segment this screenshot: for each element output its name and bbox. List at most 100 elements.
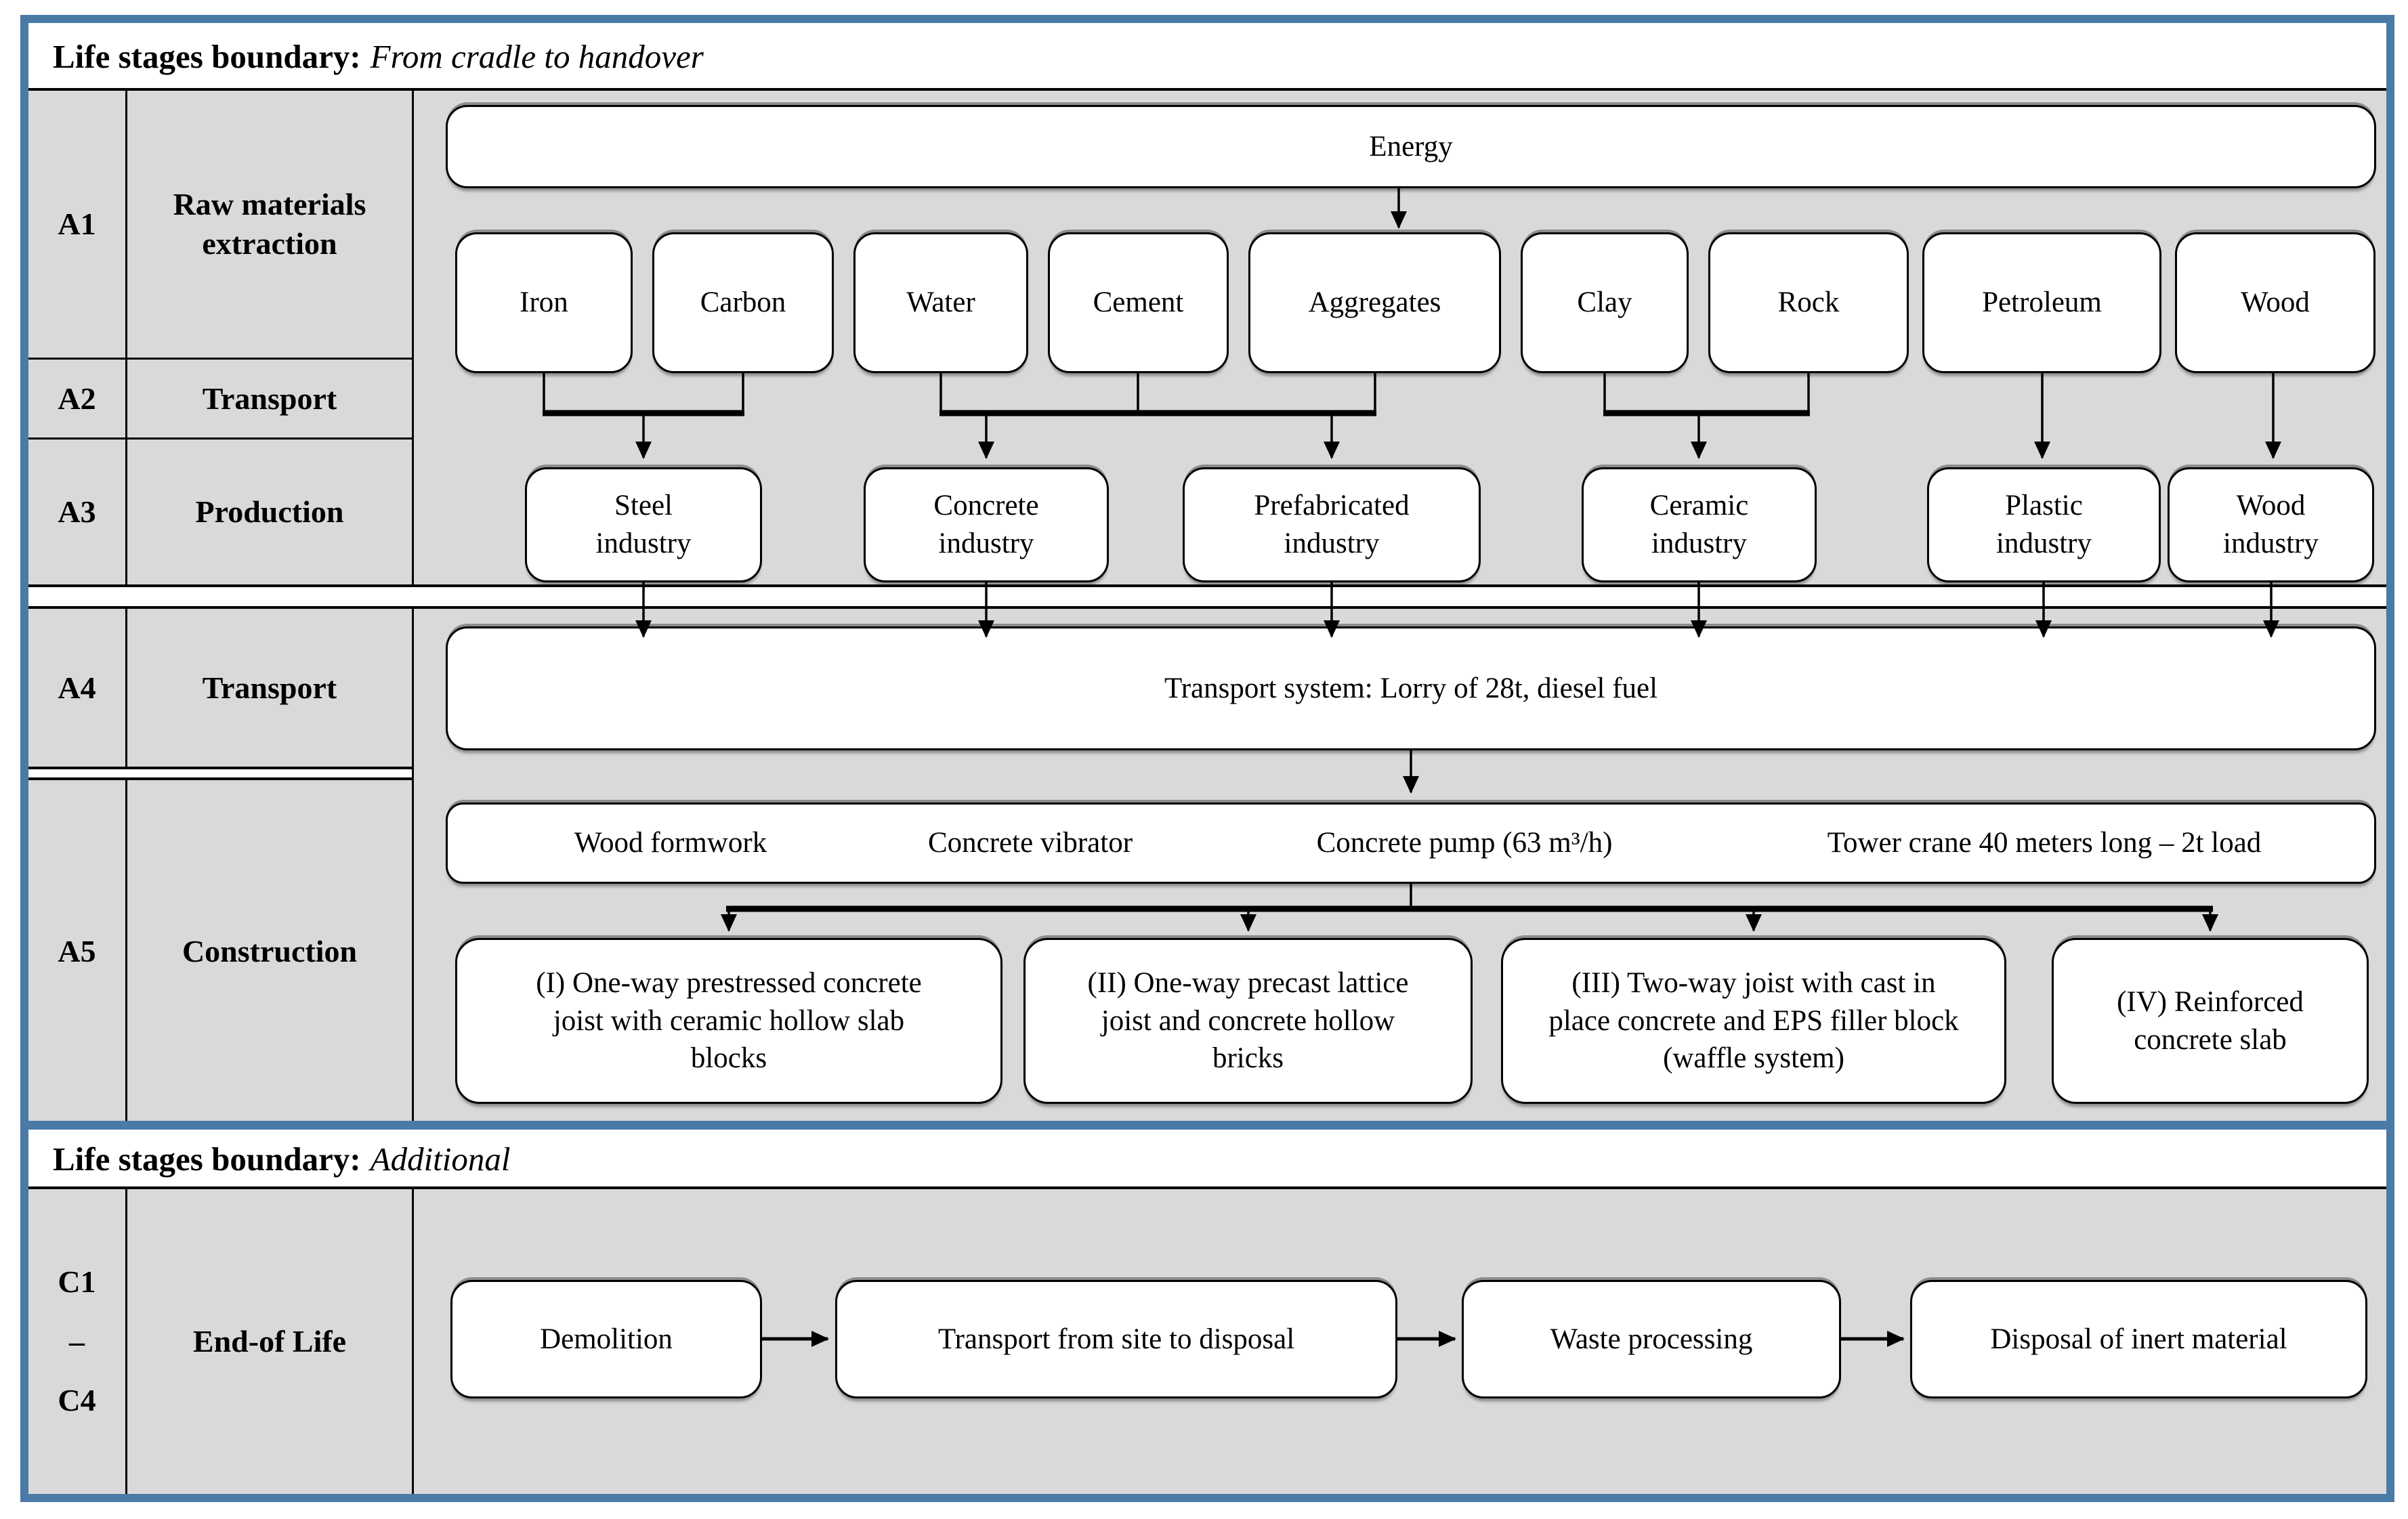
band2-bottom-line bbox=[28, 777, 414, 780]
col-divider-1-lower bbox=[125, 1189, 127, 1494]
stage-code-dash-text: – bbox=[69, 1323, 85, 1358]
industry-box-prefabricated: Prefabricated industry bbox=[1183, 467, 1481, 582]
system-box-4: (IV) Reinforced concrete slab bbox=[2052, 938, 2369, 1104]
header1-underline bbox=[28, 88, 2386, 91]
system-box-1: (I) One-way prestressed concrete joist w… bbox=[455, 938, 1002, 1104]
system-3-label: (III) Two-way joist with cast in place c… bbox=[1548, 966, 1959, 1075]
material-box-iron: Iron bbox=[455, 232, 633, 373]
transport-system-label: Transport system: Lorry of 28t, diesel f… bbox=[1164, 672, 1658, 704]
stage-name-end-of-life-text: End-of Life bbox=[192, 1323, 347, 1358]
boundary2-scope: Additional bbox=[370, 1140, 511, 1178]
stage-name-a2-text: Transport bbox=[202, 381, 337, 416]
stage-name-a3-text: Production bbox=[195, 494, 344, 530]
stage-code-a3-text: A3 bbox=[58, 494, 96, 530]
energy-box: Energy bbox=[446, 105, 2376, 188]
material-label: Iron bbox=[520, 286, 568, 319]
stage-name-end-of-life: End-of Life bbox=[127, 1189, 412, 1494]
stage-name-a5-text: Construction bbox=[182, 933, 358, 968]
material-box-aggregates: Aggregates bbox=[1248, 232, 1501, 373]
col-divider-2-seg1 bbox=[412, 90, 414, 584]
stage-name-a4: Transport bbox=[127, 609, 412, 767]
col-divider-1-seg2 bbox=[125, 609, 127, 767]
stage-code-a5-text: A5 bbox=[58, 933, 96, 968]
equipment-tower-crane: Tower crane 40 meters long – 2t load bbox=[1827, 827, 2262, 859]
industry-box-wood: Wood industry bbox=[2168, 467, 2374, 582]
system-1-label: (I) One-way prestressed concrete joist w… bbox=[536, 966, 922, 1075]
equipment-concrete-vibrator: Concrete vibrator bbox=[927, 827, 1133, 859]
boundary1-header: Life stages boundary: From cradle to han… bbox=[28, 23, 2386, 90]
material-label: Cement bbox=[1093, 286, 1184, 319]
material-box-wood: Wood bbox=[2175, 232, 2375, 373]
material-box-clay: Clay bbox=[1521, 232, 1689, 373]
material-box-cement: Cement bbox=[1048, 232, 1229, 373]
transport-system-box: Transport system: Lorry of 28t, diesel f… bbox=[446, 626, 2376, 750]
material-label: Wood bbox=[2241, 286, 2310, 319]
stage-code-c1-c4: C1 – C4 bbox=[28, 1189, 125, 1494]
stage-code-a3: A3 bbox=[28, 440, 125, 584]
stage-code-c1-text: C1 bbox=[58, 1264, 96, 1300]
industry-box-plastic: Plastic industry bbox=[1927, 467, 2161, 582]
eol-label: Disposal of inert material bbox=[1990, 1323, 2287, 1355]
industry-box-concrete: Concrete industry bbox=[864, 467, 1109, 582]
col-divider-1-seg1 bbox=[125, 90, 127, 584]
eol-box-disposal-inert: Disposal of inert material bbox=[1910, 1280, 2367, 1398]
system-4-label: (IV) Reinforced concrete slab bbox=[2117, 985, 2304, 1056]
boundary1-label: Life stages boundary: bbox=[53, 38, 361, 75]
col-divider-2-lower bbox=[412, 1189, 414, 1494]
system-box-2: (II) One-way precast lattice joist and c… bbox=[1023, 938, 1473, 1104]
band1-top-line bbox=[28, 584, 2386, 587]
eol-box-waste-processing: Waste processing bbox=[1462, 1280, 1841, 1398]
separator-band-a4-a5 bbox=[28, 769, 412, 777]
boundary2-header: Life stages boundary: Additional bbox=[28, 1129, 2386, 1189]
industry-label: Plastic industry bbox=[1996, 490, 2092, 559]
stage-name-a1-text: Raw materials extraction bbox=[173, 187, 366, 261]
material-label: Water bbox=[906, 286, 975, 319]
eol-label: Transport from site to disposal bbox=[937, 1323, 1295, 1355]
row-line-a1-a2 bbox=[28, 358, 412, 360]
stage-name-a2: Transport bbox=[127, 360, 412, 437]
eol-label: Demolition bbox=[540, 1323, 673, 1355]
stage-code-a5: A5 bbox=[28, 780, 125, 1122]
industry-label: Wood industry bbox=[2223, 490, 2319, 559]
eol-box-demolition: Demolition bbox=[450, 1280, 762, 1398]
header2-underline bbox=[28, 1186, 2386, 1189]
stage-name-a3: Production bbox=[127, 440, 412, 584]
boundary-divider-band bbox=[20, 1121, 2394, 1130]
stage-code-c4-text: C4 bbox=[58, 1383, 96, 1418]
col-divider-1-seg3 bbox=[125, 780, 127, 1122]
band2-top-line bbox=[28, 767, 414, 769]
system-box-3: (III) Two-way joist with cast in place c… bbox=[1501, 938, 2006, 1104]
material-box-carbon: Carbon bbox=[652, 232, 834, 373]
industry-label: Prefabricated industry bbox=[1254, 490, 1410, 559]
equipment-concrete-pump: Concrete pump (63 m³/h) bbox=[1316, 827, 1613, 859]
industry-box-steel: Steel industry bbox=[525, 467, 762, 582]
industry-label: Concrete industry bbox=[933, 490, 1039, 559]
material-label: Aggregates bbox=[1308, 286, 1441, 319]
material-label: Clay bbox=[1577, 286, 1632, 319]
eol-box-transport-to-disposal: Transport from site to disposal bbox=[835, 1280, 1397, 1398]
stage-code-a2: A2 bbox=[28, 360, 125, 437]
material-box-rock: Rock bbox=[1708, 232, 1909, 373]
material-label: Rock bbox=[1777, 286, 1840, 319]
equipment-wood-formwork: Wood formwork bbox=[574, 827, 767, 859]
stage-name-a4-text: Transport bbox=[202, 670, 337, 705]
material-label: Petroleum bbox=[1982, 286, 2102, 319]
stage-name-a1: Raw materials extraction bbox=[127, 90, 412, 358]
industry-label: Steel industry bbox=[595, 490, 692, 559]
stage-code-a1: A1 bbox=[28, 90, 125, 358]
material-label: Carbon bbox=[700, 286, 786, 319]
construction-equipment-box: Wood formwork Concrete vibrator Concrete… bbox=[446, 803, 2376, 884]
stage-code-a2-text: A2 bbox=[58, 381, 96, 416]
industry-label: Ceramic industry bbox=[1649, 490, 1749, 559]
row-line-a2-a3 bbox=[28, 437, 412, 440]
band1-bottom-line bbox=[28, 606, 2386, 609]
stage-name-a5: Construction bbox=[127, 780, 412, 1122]
stage-code-a4: A4 bbox=[28, 609, 125, 767]
stage-code-a4-text: A4 bbox=[58, 670, 96, 705]
col-divider-2-seg2 bbox=[412, 609, 414, 1122]
boundary1-scope: From cradle to handover bbox=[370, 38, 704, 75]
boundary2-label: Life stages boundary: bbox=[53, 1140, 361, 1178]
system-2-label: (II) One-way precast lattice joist and c… bbox=[1087, 966, 1409, 1075]
industry-box-ceramic: Ceramic industry bbox=[1582, 467, 1817, 582]
